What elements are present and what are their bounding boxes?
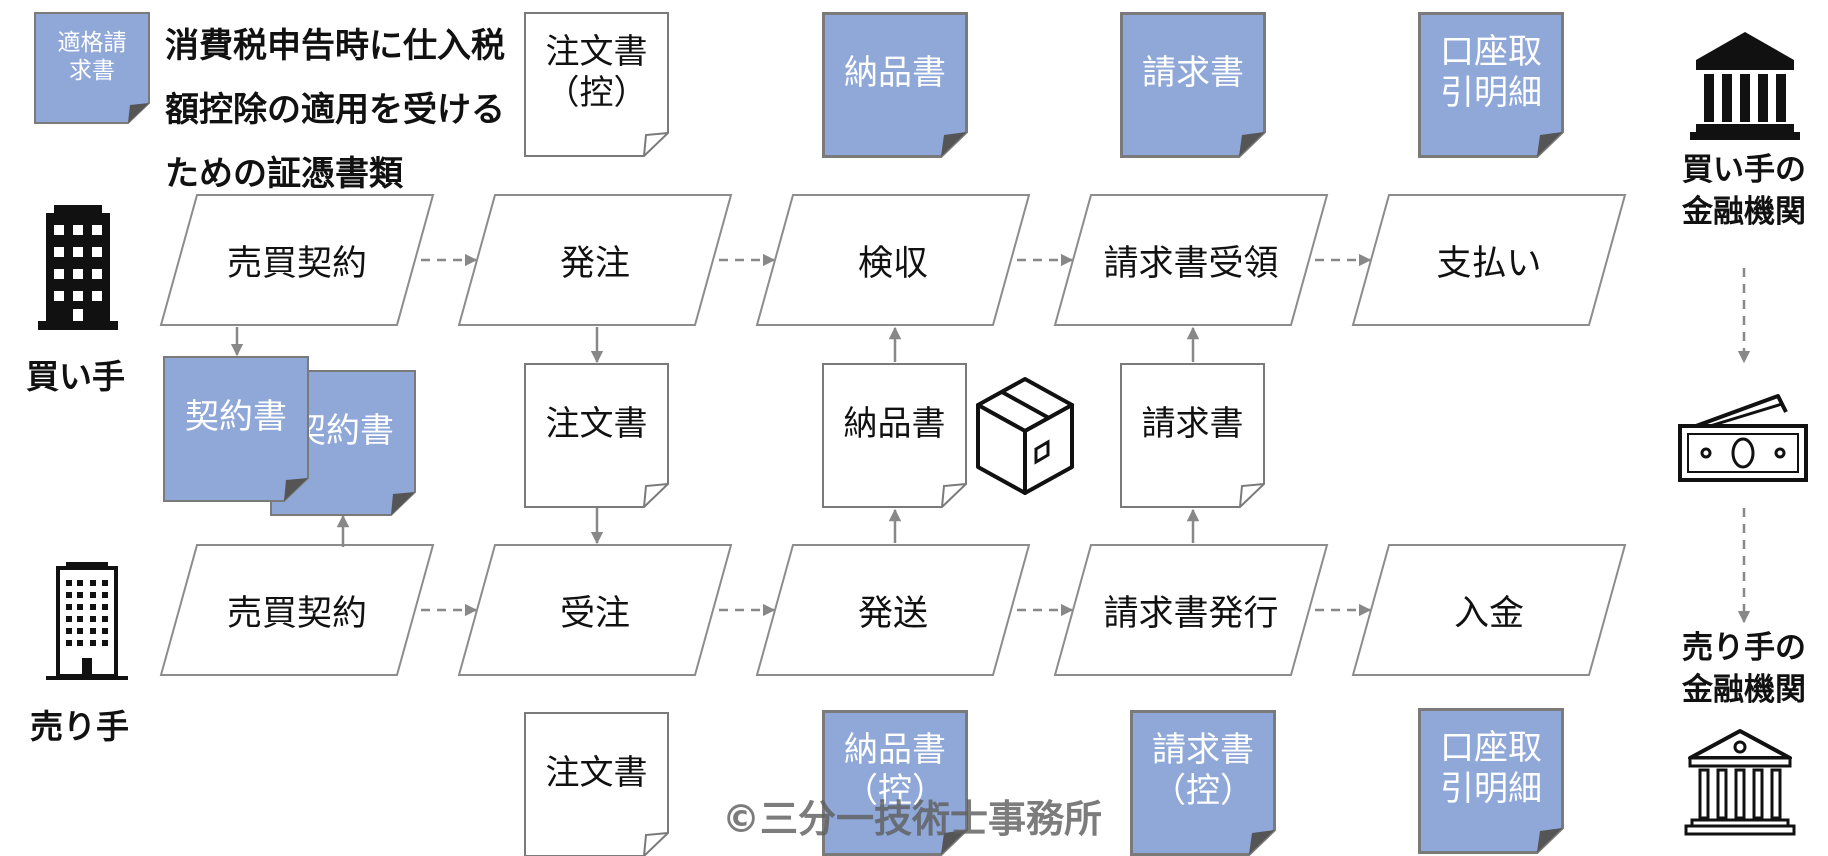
seller-order-form-document: 注文書: [524, 712, 669, 856]
seller-step-order-receipt: 受注: [559, 593, 630, 634]
banknotes-icon: [1678, 394, 1808, 482]
bank-building-icon: [1684, 729, 1796, 836]
buyer-step-contract: 売買契約: [226, 243, 367, 284]
buyer-delivery-slip-document: 納品書: [822, 12, 968, 158]
order-form-label: 注文書: [545, 403, 648, 444]
buyer-label: 買い手: [26, 357, 125, 396]
legend-badge-label: 適格請 求書: [57, 30, 127, 84]
buyer-bank-label: 買い手の 金融機関: [1682, 152, 1806, 230]
seller-step-shape-shipping: [755, 544, 1031, 676]
seller-step-shipping: 発送: [857, 593, 928, 634]
seller-order-form-label: 注文書: [545, 752, 648, 793]
seller-step-invoice-issue: 請求書発行: [1103, 593, 1279, 634]
buyer-bank-statement-label: 口座取 引明細: [1440, 32, 1542, 113]
invoice-label: 請求書: [1141, 403, 1244, 444]
seller-step-shape-contract: [159, 544, 435, 676]
delivery-slip-label: 納品書: [843, 403, 946, 444]
contract-front-document: 契約書: [163, 356, 309, 502]
buyer-order-copy-document: 注文書 （控）: [524, 12, 669, 157]
buyer-step-order: 発注: [559, 243, 630, 284]
buyer-invoice-document: 請求書: [1120, 12, 1266, 158]
invoice-document: 請求書: [1120, 363, 1265, 508]
package-box-icon: [976, 377, 1074, 495]
seller-bank-label: 売り手の 金融機関: [1682, 630, 1806, 708]
seller-delivery-copy-document: 納品書 （控）: [822, 710, 968, 856]
seller-step-deposit: 入金: [1453, 593, 1524, 634]
buyer-bank-statement-document: 口座取 引明細: [1418, 12, 1564, 158]
buyer-step-shape-order: [457, 194, 733, 326]
seller-invoice-copy-document: 請求書 （控）: [1130, 710, 1276, 856]
legend-description: 消費税申告時に仕入税額控除の適用を受けるための証憑書類: [165, 26, 505, 194]
seller-step-shape-order-receipt: [457, 544, 733, 676]
buyer-step-invoice-receipt: 請求書受領: [1103, 243, 1279, 284]
buyer-order-copy-label: 注文書 （控）: [545, 32, 648, 113]
seller-label: 売り手: [30, 707, 129, 746]
legend-badge: 適格請 求書: [34, 12, 150, 124]
office-building-icon: [46, 562, 128, 680]
seller-invoice-copy-label: 請求書 （控）: [1152, 730, 1254, 811]
seller-delivery-copy-label: 納品書 （控）: [844, 730, 946, 811]
contract-front-label: 契約書: [185, 396, 287, 437]
buyer-step-inspection: 検収: [857, 243, 928, 284]
seller-step-shape-deposit: [1351, 544, 1627, 676]
buyer-step-shape-payment: [1351, 194, 1627, 326]
seller-step-shape-invoice-issue: [1053, 544, 1329, 676]
seller-step-contract: 売買契約: [226, 593, 367, 634]
office-building-icon: [38, 205, 118, 330]
buyer-step-shape-invoice-receipt: [1053, 194, 1329, 326]
buyer-delivery-slip-label: 納品書: [844, 52, 946, 93]
order-form-document: 注文書: [524, 363, 669, 508]
bank-building-icon: [1690, 32, 1800, 140]
buyer-step-shape-contract: [159, 194, 435, 326]
seller-bank-statement-document: 口座取 引明細: [1418, 708, 1564, 854]
buyer-step-shape-inspection: [755, 194, 1031, 326]
copyright-watermark: ©三分一技術士事務所: [722, 797, 1103, 841]
buyer-step-payment: 支払い: [1436, 243, 1542, 284]
seller-bank-statement-label: 口座取 引明細: [1440, 728, 1542, 809]
buyer-invoice-label: 請求書: [1142, 52, 1244, 93]
delivery-slip-document: 納品書: [822, 363, 967, 508]
